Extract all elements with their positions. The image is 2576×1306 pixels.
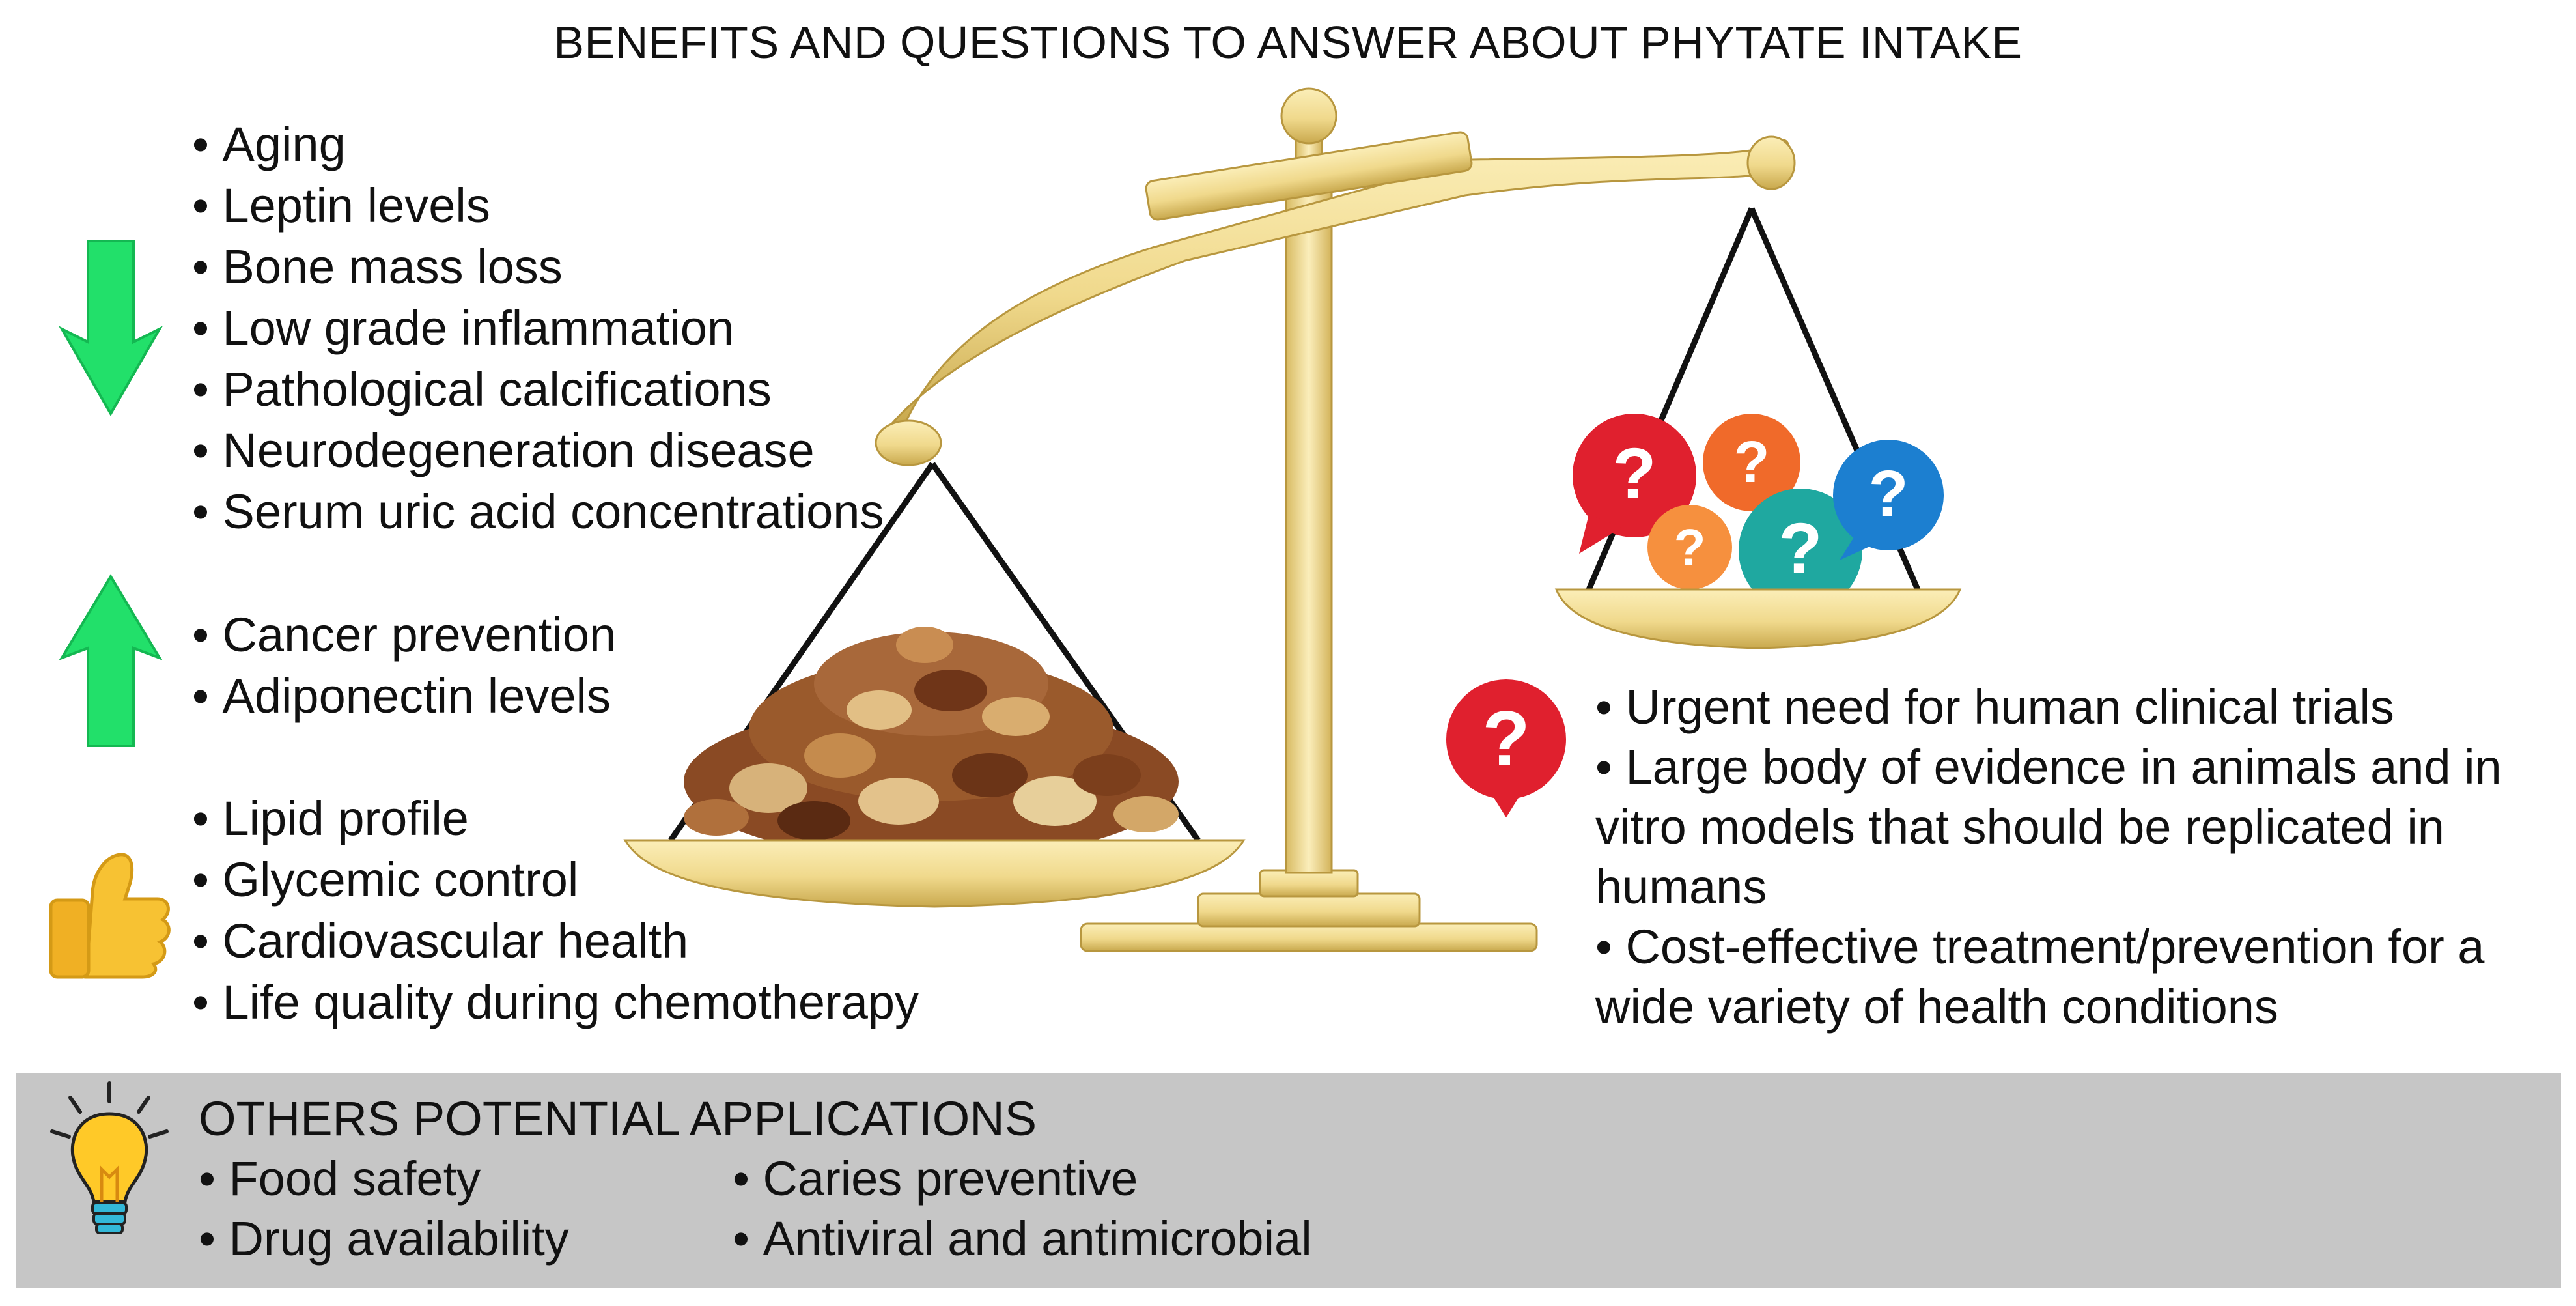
list-item: Large body of evidence in animals and in… xyxy=(1595,737,2546,917)
list-item: Leptin levels xyxy=(192,175,884,236)
list-item: Glycemic control xyxy=(192,849,919,911)
question-bubbles: ? ? ? ? ? xyxy=(1573,414,1944,612)
right-pan xyxy=(1554,588,1962,649)
list-item: Cardiovascular health xyxy=(192,911,919,972)
improvement-list: Lipid profile Glycemic control Cardiovas… xyxy=(192,788,919,1033)
list-item: Caries preventive xyxy=(733,1149,1312,1209)
decrease-list: Aging Leptin levels Bone mass loss Low g… xyxy=(192,114,884,543)
question-bubble-icon: ? xyxy=(1739,489,1862,612)
question-mark: ? xyxy=(1674,518,1706,576)
others-heading: OTHERS POTENTIAL APPLICATIONS xyxy=(199,1092,1037,1146)
up-arrow-icon xyxy=(59,574,163,747)
increase-list: Cancer prevention Adiponectin levels xyxy=(192,604,616,727)
others-column-2: Caries preventive Antiviral and antimicr… xyxy=(733,1149,1312,1269)
list-item: Neurodegeneration disease xyxy=(192,420,884,481)
list-item: Urgent need for human clinical trials xyxy=(1595,677,2546,737)
question-bubble-icon: ? xyxy=(1573,414,1696,554)
list-item: Antiviral and antimicrobial xyxy=(733,1209,1311,1269)
list-item: Food safety xyxy=(199,1149,569,1209)
list-item: Lipid profile xyxy=(192,788,919,849)
question-mark: ? xyxy=(1734,430,1770,495)
question-bubble-icon: ? xyxy=(1446,679,1566,817)
scale-beam-center xyxy=(1145,131,1473,221)
scale-base-collar xyxy=(1259,869,1359,898)
scale-top-knob xyxy=(1280,87,1337,145)
scale-pillar xyxy=(1285,162,1333,874)
question-mark: ? xyxy=(1482,695,1530,782)
question-mark: ? xyxy=(1778,509,1822,589)
list-item: Cost-effective treatment/prevention for … xyxy=(1595,917,2546,1037)
question-bubble-icon: ? xyxy=(1703,414,1800,528)
question-bubble-icon: ? xyxy=(1647,505,1732,589)
page-title: BENEFITS AND QUESTIONS TO ANSWER ABOUT P… xyxy=(553,17,2023,68)
question-mark: ? xyxy=(1612,434,1656,514)
scale-base xyxy=(1080,922,1538,952)
down-arrow-icon xyxy=(58,240,163,417)
scale-left-hook xyxy=(875,419,942,466)
list-item: Serum uric acid concentrations xyxy=(192,481,884,543)
list-item: Adiponectin levels xyxy=(192,666,616,727)
list-item: Drug availability xyxy=(199,1209,568,1269)
list-item: Aging xyxy=(192,114,884,175)
list-item: Cancer prevention xyxy=(192,604,616,666)
list-item: Pathological calcifications xyxy=(192,359,884,420)
scale-right-hook xyxy=(1746,135,1796,190)
others-column-1: Food safety Drug availability xyxy=(199,1149,569,1269)
question-bubble-icon: ? xyxy=(1833,440,1944,560)
thumbs-up-icon xyxy=(49,853,171,979)
question-mark: ? xyxy=(1868,457,1908,530)
scale-base-step xyxy=(1197,892,1421,928)
list-item: Low grade inflammation xyxy=(192,298,884,359)
light-bulb-icon xyxy=(50,1081,169,1234)
list-item: Life quality during chemotherapy xyxy=(192,972,919,1033)
list-item: Bone mass loss xyxy=(192,236,884,298)
questions-list: Urgent need for human clinical trials La… xyxy=(1595,677,2546,1037)
